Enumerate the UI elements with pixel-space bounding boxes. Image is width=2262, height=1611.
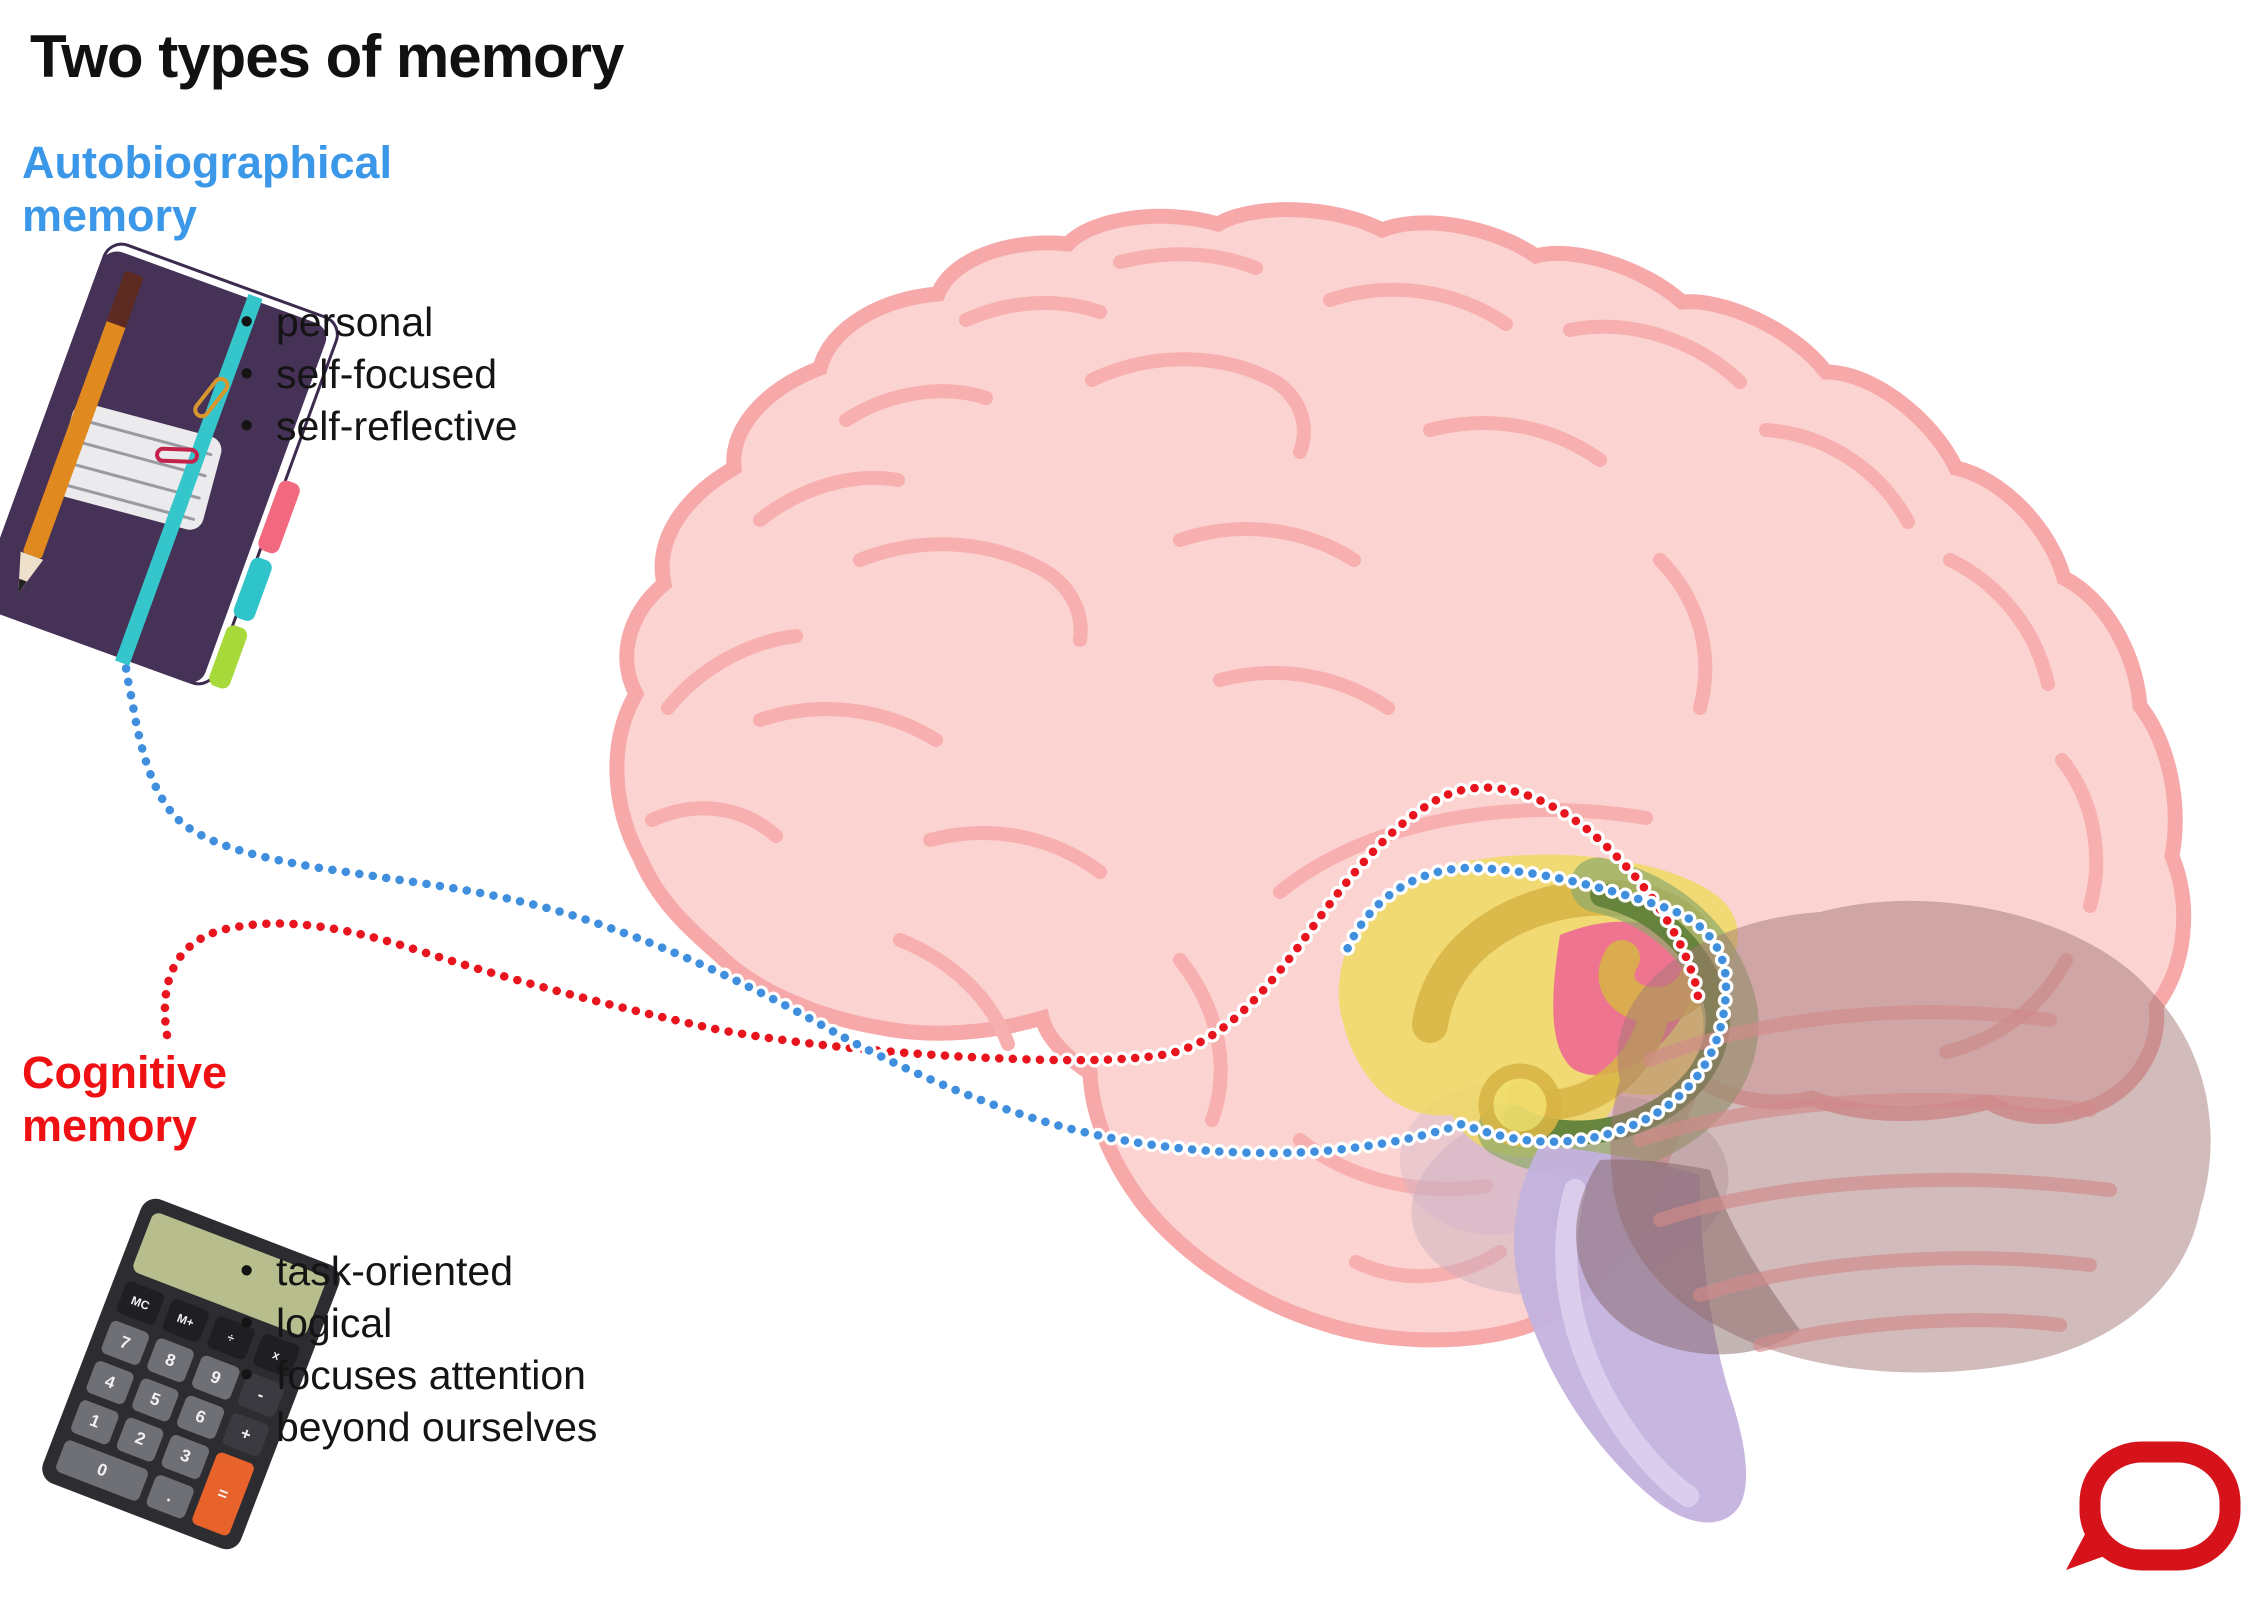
- calc-key: 6: [175, 1393, 226, 1441]
- page-title: Two types of memory: [30, 23, 624, 90]
- calc-key: 7: [99, 1319, 151, 1367]
- calc-key: MC: [115, 1279, 166, 1327]
- autobiographical-memory-label: Autobiographical memory: [22, 137, 392, 242]
- amygdala-circle: [1478, 1063, 1562, 1147]
- bullet-marker: •: [240, 1250, 254, 1292]
- calc-key: 1: [69, 1398, 120, 1446]
- cognitive-dotted-line: [157, 780, 1706, 1068]
- list-item: • logical: [240, 1297, 597, 1349]
- list-item: • focuses attention beyond ourselves: [240, 1349, 597, 1453]
- autobiographical-dotted-line: [107, 484, 1734, 1161]
- bullet-marker: •: [240, 1354, 254, 1397]
- bullet-marker: •: [240, 353, 254, 396]
- calc-key: 4: [84, 1359, 135, 1406]
- calc-key: 5: [130, 1376, 181, 1424]
- list-item: • personal: [240, 296, 518, 348]
- list-item: • task-oriented: [240, 1245, 597, 1297]
- calc-key: 2: [114, 1416, 165, 1463]
- cognitive-memory-label: Cognitive memory: [22, 1047, 228, 1152]
- calc-key: M+: [160, 1297, 211, 1344]
- bullet-marker: •: [240, 1302, 254, 1345]
- speech-bubble-logo: [2066, 1441, 2241, 1571]
- list-item: • self-focused: [240, 348, 518, 400]
- cognitive-bullet-list: • task-oriented • logical • focuses atte…: [240, 1245, 597, 1453]
- calc-key: 9: [190, 1354, 241, 1401]
- paperclip-icon: [154, 446, 200, 465]
- calc-key: 8: [145, 1336, 196, 1384]
- bullet-marker: •: [240, 405, 254, 448]
- cerebellum: [1576, 900, 2211, 1373]
- calc-key: .: [144, 1473, 196, 1520]
- list-item: • self-reflective: [240, 400, 518, 452]
- calc-key: 3: [160, 1433, 211, 1481]
- bullet-marker: •: [240, 301, 254, 343]
- autobiographical-bullet-list: • personal • self-focused • self-reflect…: [240, 296, 518, 452]
